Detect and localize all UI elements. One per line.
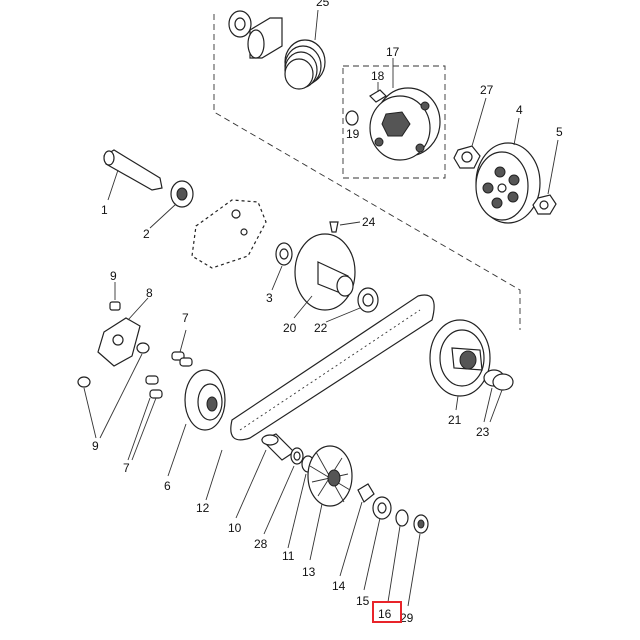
part-ring-15 xyxy=(363,496,392,591)
label-part-28: 28 xyxy=(254,537,268,551)
label-part-8: 8 xyxy=(146,286,153,300)
label-part-12: 12 xyxy=(196,501,210,515)
label-part-2: 2 xyxy=(143,227,150,241)
label-part-9-top: 9 xyxy=(110,269,117,283)
label-part-23: 23 xyxy=(476,425,490,439)
part-bearing-2 xyxy=(149,180,194,229)
label-part-6: 6 xyxy=(164,479,171,493)
part-rollers-7 xyxy=(127,329,193,461)
label-part-10: 10 xyxy=(228,521,242,535)
part-bolt-24 xyxy=(329,221,361,233)
label-part-22: 22 xyxy=(314,321,328,335)
part-pulley-6 xyxy=(167,369,226,477)
part-slider-9 xyxy=(77,282,150,439)
label-part-7-bottom: 7 xyxy=(123,461,130,475)
highlight-box-part-16 xyxy=(372,601,402,623)
part-fan-13 xyxy=(307,445,353,561)
label-part-1: 1 xyxy=(101,203,108,217)
part-sheave-20 xyxy=(293,233,356,319)
part-19 xyxy=(345,110,359,126)
part-bushing-10 xyxy=(235,433,295,519)
part-belt-12 xyxy=(205,294,435,501)
label-part-9-bottom: 9 xyxy=(92,439,99,453)
label-part-25: 25 xyxy=(316,0,330,9)
part-cover-plate xyxy=(191,199,267,269)
part-washer-22 xyxy=(325,287,379,323)
part-sleeve-top xyxy=(247,17,283,59)
part-shaft-1 xyxy=(103,149,163,201)
label-part-7-top: 7 xyxy=(182,311,189,325)
part-nut-27 xyxy=(453,97,487,169)
part-washer-16 xyxy=(387,509,409,603)
label-part-13: 13 xyxy=(302,565,316,579)
part-washer-3 xyxy=(271,242,293,291)
label-part-16: 16 xyxy=(378,607,392,621)
part-pulley-21 xyxy=(429,319,491,411)
part-18 xyxy=(369,82,387,103)
part-nut-29 xyxy=(407,514,429,607)
part-clutch-assembly-17 xyxy=(369,58,441,161)
part-ramp-plate-8 xyxy=(97,297,149,367)
label-part-11: 11 xyxy=(282,549,295,563)
label-part-24: 24 xyxy=(362,215,376,229)
part-nut-5 xyxy=(532,139,559,215)
label-part-19: 19 xyxy=(346,127,360,141)
part-oring-23 xyxy=(483,369,514,423)
label-part-27: 27 xyxy=(480,83,494,97)
part-washer-top xyxy=(228,10,252,38)
part-clutch-bell-4 xyxy=(475,117,541,224)
part-spring-25 xyxy=(284,9,326,90)
label-part-5: 5 xyxy=(556,125,563,139)
label-part-17: 17 xyxy=(386,45,400,59)
label-part-18: 18 xyxy=(371,69,385,83)
part-washer-28 xyxy=(263,447,304,535)
label-part-3: 3 xyxy=(266,291,273,305)
label-part-14: 14 xyxy=(332,579,346,593)
part-gear-14 xyxy=(339,483,375,577)
label-part-29: 29 xyxy=(400,611,414,625)
label-part-15: 15 xyxy=(356,594,370,608)
label-part-4: 4 xyxy=(516,103,523,117)
label-part-21: 21 xyxy=(448,413,462,427)
assembly-boundary xyxy=(213,14,521,330)
label-part-20: 20 xyxy=(283,321,297,335)
